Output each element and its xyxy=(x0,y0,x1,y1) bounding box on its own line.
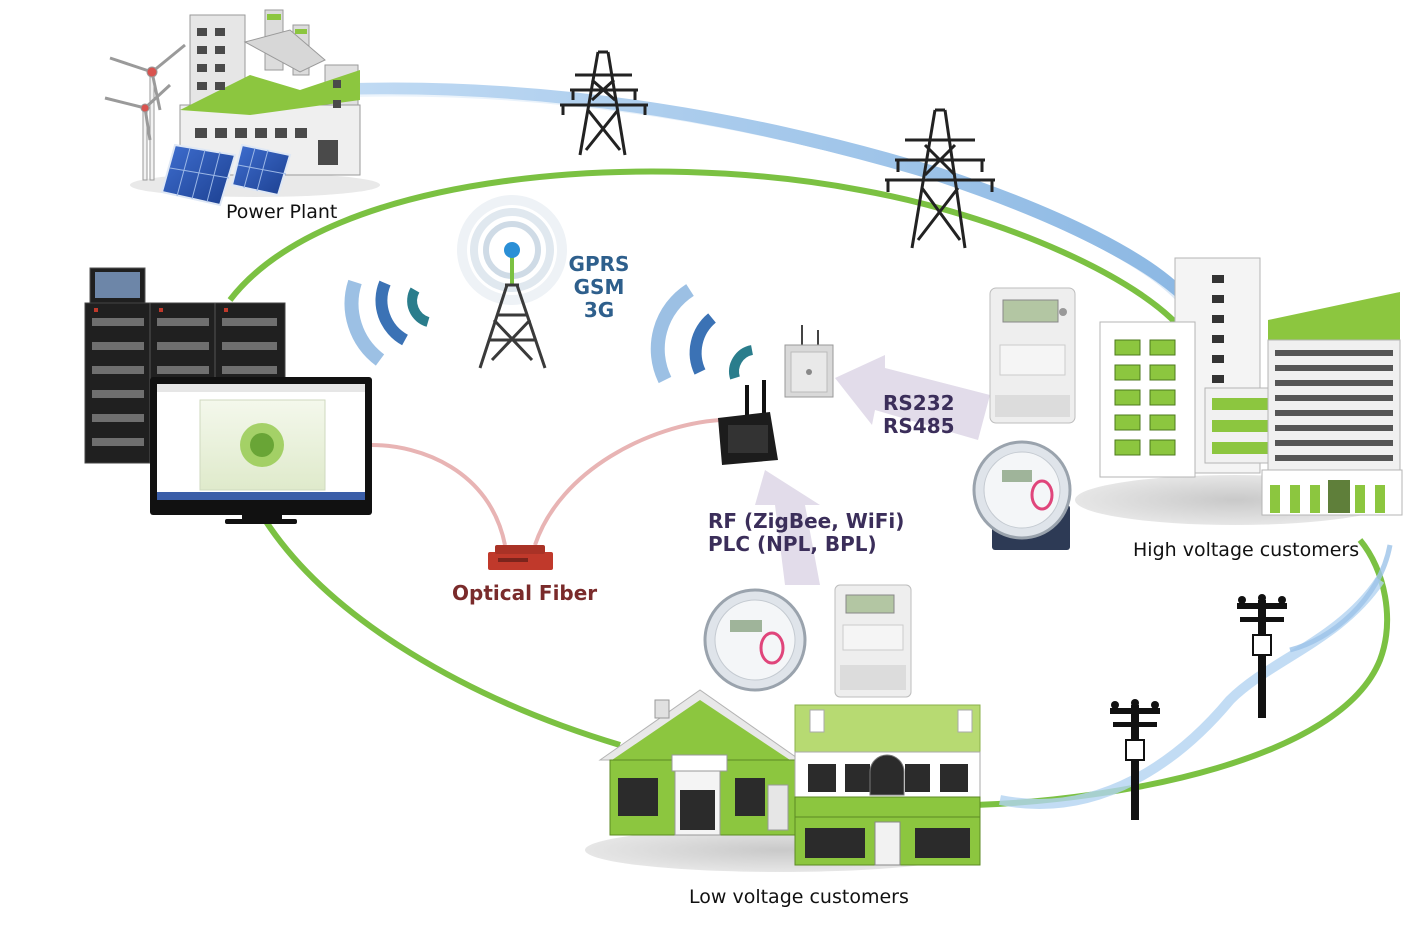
plc-protocol-label: PLC (NPL, BPL) xyxy=(708,532,877,556)
low-voltage-customers-label: Low voltage customers xyxy=(689,886,909,908)
serial-protocol-rs232: RS232 xyxy=(883,391,955,415)
rf-plc-protocols-label: RF (ZigBee, WiFi) PLC (NPL, BPL) xyxy=(708,510,904,556)
power-plant xyxy=(104,9,380,207)
wireless-signal-icon xyxy=(344,279,430,366)
rf-protocol-label: RF (ZigBee, WiFi) xyxy=(708,509,905,533)
transmission-line xyxy=(348,82,1393,809)
office-building-icon xyxy=(1075,257,1403,525)
gateway-icon xyxy=(718,380,778,465)
electricity-meter-icon xyxy=(834,584,912,698)
factory-icon xyxy=(179,9,361,176)
electricity-meter-icon xyxy=(972,440,1072,550)
utility-pole-icon xyxy=(1110,699,1160,820)
optical-fiber-label: Optical Fiber xyxy=(452,581,598,605)
transmission-tower-icon xyxy=(560,50,648,156)
wind-turbine-icon xyxy=(104,43,186,181)
wireless-protocol-gprs: GPRS xyxy=(568,252,630,276)
wireless-signal-icon xyxy=(650,284,754,384)
wireless-protocols-label: GPRS GSM 3G xyxy=(568,253,630,322)
serial-protocols-label: RS232 RS485 xyxy=(883,392,955,438)
utility-pole-icon xyxy=(1237,594,1287,718)
power-plant-label: Power Plant xyxy=(226,201,338,223)
optical-fiber-links xyxy=(371,418,721,546)
electricity-meter-icon xyxy=(703,588,807,692)
rs-arrow xyxy=(835,355,990,440)
cell-tower-icon xyxy=(457,195,567,369)
concentrator-icon xyxy=(784,325,834,398)
wireless-protocol-gsm: GSM xyxy=(573,275,625,299)
transmission-tower-icon xyxy=(885,108,995,249)
router-icon xyxy=(488,545,553,570)
serial-protocol-rs485: RS485 xyxy=(883,414,955,438)
house-icon xyxy=(794,704,981,866)
rf-plc-arrow xyxy=(755,470,820,585)
wireless-protocol-3g: 3G xyxy=(583,298,615,322)
high-voltage-customers-label: High voltage customers xyxy=(1133,539,1360,561)
monitor-icon xyxy=(150,377,372,524)
solar-panel-icon xyxy=(160,143,292,207)
electricity-meter-icon xyxy=(989,287,1076,424)
